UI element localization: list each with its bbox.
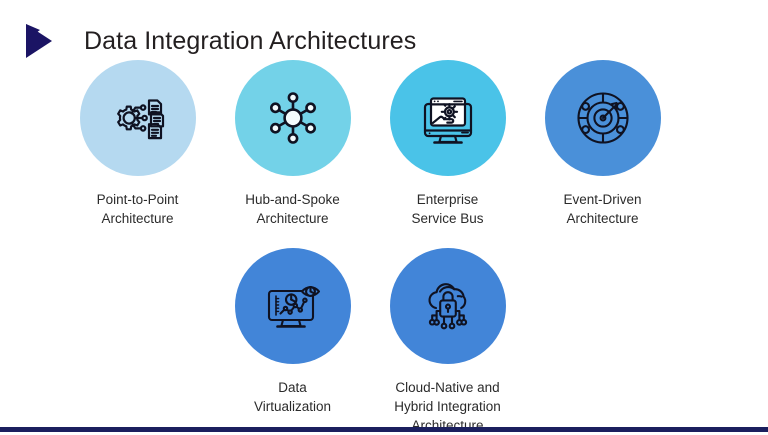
item-label: Data Virtualization: [253, 380, 332, 414]
icon-circle-enterprise-service-bus: [389, 60, 506, 176]
chevron-right-icon: [26, 24, 52, 58]
item-point-to-point[interactable]: Point-to-Point Architecture: [60, 60, 215, 228]
icon-circle-hub-and-spoke: [234, 60, 351, 176]
monitor-analytics-eye-icon: [267, 286, 320, 328]
icon-circle-data-virtualization: [234, 248, 351, 364]
item-cloud-native-hybrid[interactable]: Cloud-Native and Hybrid Integration Arch…: [370, 248, 525, 435]
gear-documents-icon: [116, 99, 164, 140]
item-hub-and-spoke[interactable]: Hub-and-Spoke Architecture: [215, 60, 370, 228]
item-enterprise-service-bus[interactable]: Enterprise Service Bus: [370, 60, 525, 228]
radar-target-arrow-icon: [576, 92, 629, 144]
footer-accent-bar: [0, 427, 768, 432]
item-data-virtualization[interactable]: Data Virtualization: [215, 248, 370, 416]
item-event-driven[interactable]: Event-Driven Architecture: [525, 60, 680, 228]
cloud-lock-network-icon: [427, 283, 467, 330]
top-row: Point-to-Point Architecture Hub-and-Spok…: [60, 60, 680, 228]
item-label: Enterprise Service Bus: [411, 192, 484, 226]
bottom-row: Data Virtualization: [215, 248, 525, 435]
monitor-hand-gear-icon: [423, 97, 472, 144]
item-label: Event-Driven Architecture: [563, 192, 642, 226]
icon-circle-point-to-point: [79, 60, 196, 176]
slide-header: Data Integration Architectures: [22, 18, 416, 64]
item-label: Point-to-Point Architecture: [96, 192, 179, 226]
hub-spoke-network-icon: [269, 92, 316, 144]
page-title: Data Integration Architectures: [84, 27, 417, 55]
icon-circle-event-driven: [544, 60, 661, 176]
item-label: Hub-and-Spoke Architecture: [245, 192, 340, 226]
icon-circle-cloud-native-hybrid: [389, 248, 506, 364]
